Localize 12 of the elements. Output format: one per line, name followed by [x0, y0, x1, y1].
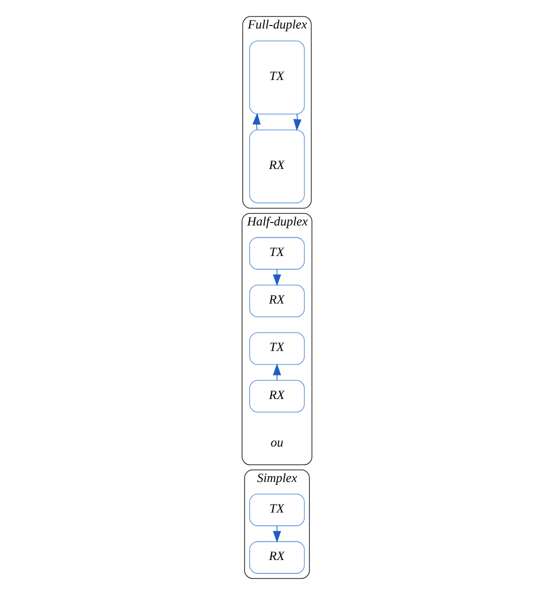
node-box: RX	[248, 284, 304, 318]
node-box: TX	[248, 237, 304, 270]
arrow	[272, 269, 281, 286]
arrow	[272, 526, 281, 543]
node-box: TX	[248, 494, 304, 526]
node-box: RX	[248, 130, 304, 204]
node-box: RX	[248, 380, 304, 412]
arrow	[272, 364, 281, 381]
node-box: TX	[248, 40, 304, 114]
node-box: RX	[248, 541, 304, 574]
label: ou	[270, 435, 283, 450]
node-box: TX	[248, 332, 304, 365]
